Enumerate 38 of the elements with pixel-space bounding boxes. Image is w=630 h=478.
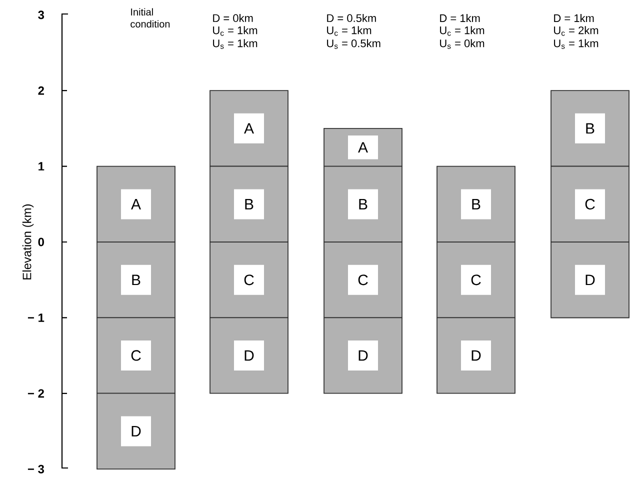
rock-block: B [210,166,288,242]
tick-label: 0 [38,238,44,246]
column-heading: U$_{s}$ = 1km [213,39,258,49]
rock-block: B [550,90,630,167]
column-heading: U$_{c}$ = 2km [554,26,598,36]
tick-label: − 2 [28,389,44,398]
column-heading: Initial condition [130,8,170,28]
column-heading: D = 0.5km [327,14,376,22]
rock-block: B [436,166,516,242]
rock-block: D [96,392,176,470]
tick-label: − 1 [28,314,44,322]
rock-block: D [210,317,288,394]
column-heading: D = 1km [440,14,480,22]
column-heading: U$_{s}$ = 0km [440,39,484,49]
rock-block: C [436,242,516,318]
rock-block: A [324,128,402,167]
rock-block: C [550,166,630,242]
column-heading: U$_{c}$ = 1km [327,26,372,36]
rock-block: A [210,90,288,167]
column-heading: D = 0km [213,14,253,22]
rock-block: C [210,242,288,318]
column-heading: U$_{c}$ = 1km [213,26,258,36]
column-heading: U$_{s}$ = 1km [554,39,598,49]
column-heading: U$_{s}$ = 0.5km [327,39,380,49]
tick-label: 3 [38,10,44,20]
column-heading: U$_{c}$ = 1km [440,26,484,36]
rock-block: B [96,242,176,318]
axis-title: Elevation (km) [22,204,34,280]
rock-block: A [96,166,176,242]
rock-block: C [324,242,402,318]
rock-block: D [550,242,630,318]
rock-block: D [436,317,516,394]
tick-label: 1 [38,162,44,170]
rock-block: C [96,317,176,394]
column-heading: D = 1km [554,14,594,22]
rock-block: D [324,317,402,394]
tick-label: − 3 [28,464,44,474]
tick-label: 2 [38,86,44,95]
